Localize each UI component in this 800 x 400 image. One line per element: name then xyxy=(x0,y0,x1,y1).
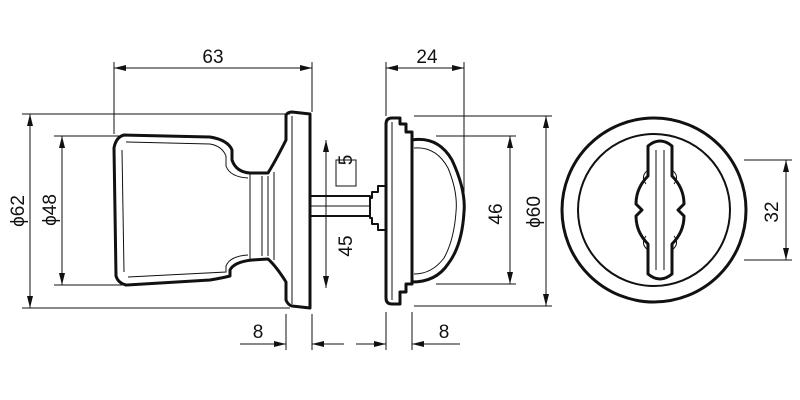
dimension-dia-48: ϕ48 xyxy=(40,135,122,286)
thumbturn-front-view xyxy=(560,116,748,304)
inside-dome-cover xyxy=(411,137,466,284)
inside-rose-plate xyxy=(384,116,414,306)
inside-dome-inner xyxy=(413,147,457,275)
front-turn-arc-top xyxy=(642,169,678,185)
dimension-46-text: 46 xyxy=(486,203,507,224)
dimension-32-text: 32 xyxy=(762,201,783,222)
dimension-dia-62-text: ϕ62 xyxy=(8,195,29,227)
dimension-left-8: 8 xyxy=(240,314,344,350)
front-outer-circle xyxy=(560,116,748,304)
knob-body xyxy=(112,110,312,310)
dimension-32: 32 xyxy=(744,159,792,261)
dimension-right-8: 8 xyxy=(356,312,460,350)
dimension-45-text: 45 xyxy=(336,235,357,256)
dimension-24: 24 xyxy=(385,47,465,200)
front-turn-bar xyxy=(634,139,686,281)
dimension-left-8-text: 8 xyxy=(253,322,264,343)
front-inner-circle xyxy=(577,133,731,287)
front-turn-arc-bottom xyxy=(642,235,678,251)
inside-stepped-boss xyxy=(369,185,386,231)
dimension-5-text: 5 xyxy=(336,155,357,166)
dimension-dia-60: ϕ60 xyxy=(414,115,552,307)
dimension-63-text: 63 xyxy=(202,47,223,68)
front-turn-bar-inner xyxy=(655,150,665,270)
spindle-square-5 xyxy=(335,159,357,187)
knob-inner-contour xyxy=(121,141,249,278)
inside-thumbturn-side-view xyxy=(369,116,466,306)
dimension-dia-62: ϕ62 xyxy=(8,113,290,309)
dimension-24-text: 24 xyxy=(416,47,438,68)
spindle xyxy=(309,159,371,217)
dimension-door-thickness: 5 45 xyxy=(323,140,357,288)
dimension-46: 46 xyxy=(436,135,516,285)
dimension-dia-60-text: ϕ60 xyxy=(524,196,545,228)
dimension-dia-48-text: ϕ48 xyxy=(40,194,61,226)
dimension-63: 63 xyxy=(113,47,313,134)
dimension-right-8-text: 8 xyxy=(439,322,450,343)
outer-knob-side-view xyxy=(112,110,312,310)
